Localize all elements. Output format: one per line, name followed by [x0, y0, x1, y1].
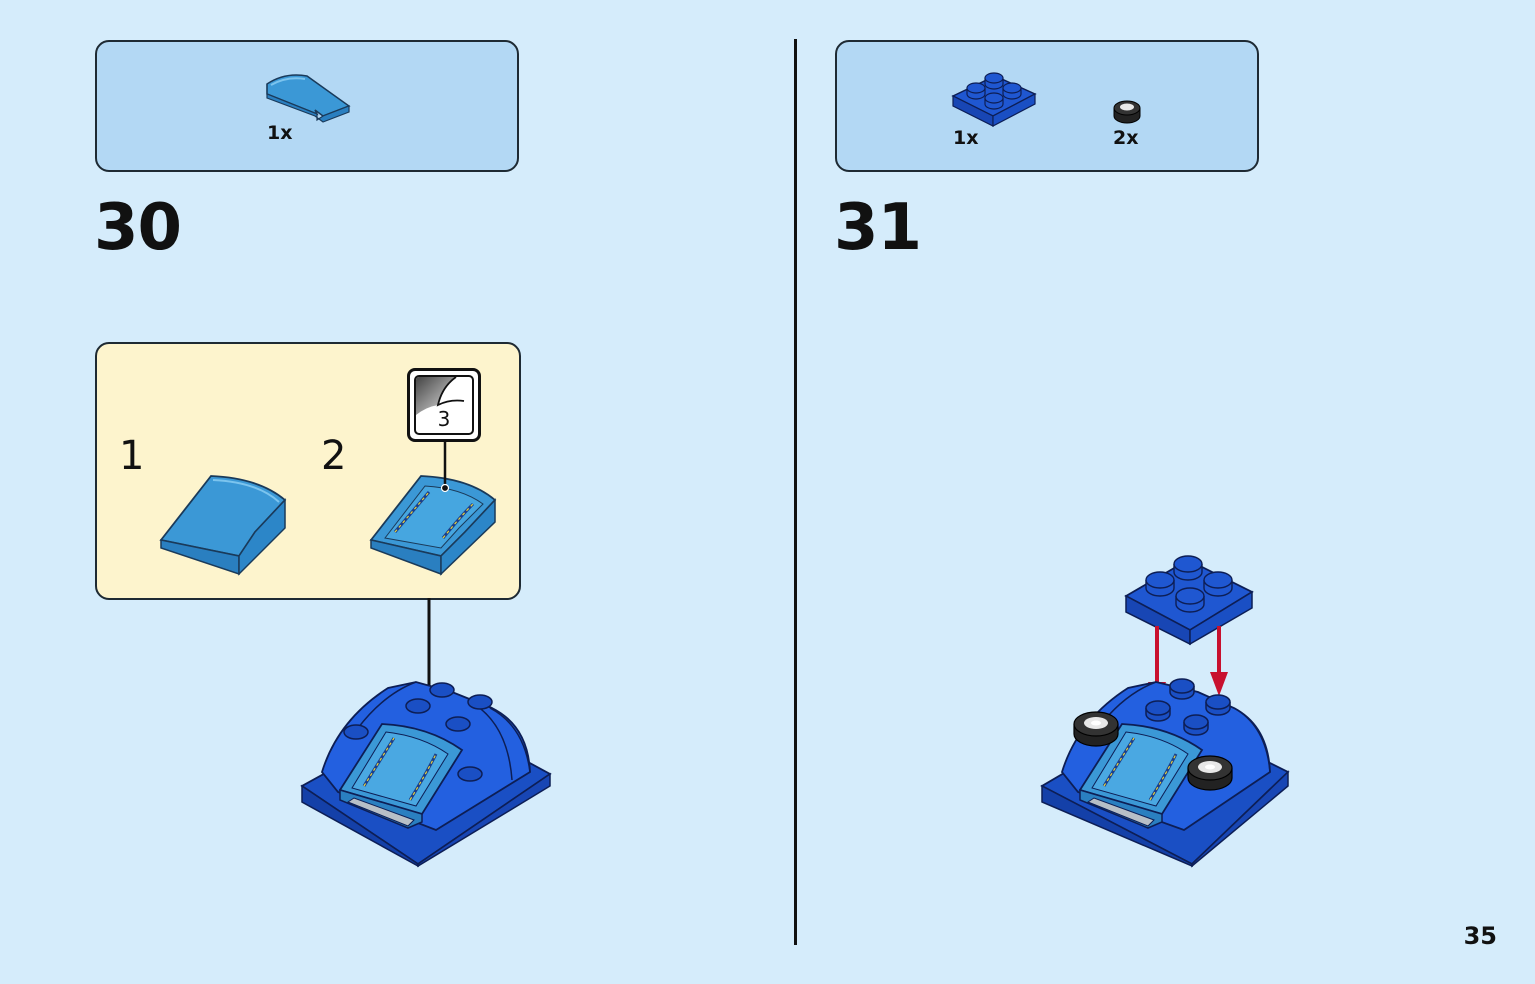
round-tile-icon [1113, 100, 1141, 124]
model-assembly-step-31 [1040, 678, 1290, 868]
round-tile-icon [1187, 755, 1233, 791]
page-number: 35 [1463, 922, 1497, 950]
sticker-pointer [440, 442, 450, 493]
substep-number: 2 [321, 433, 347, 479]
page-divider [794, 39, 797, 945]
sticker-sheet-icon: 3 [414, 375, 474, 435]
model-assembly-step-30 [300, 681, 552, 868]
page-curl-icon [416, 377, 465, 415]
curved-slope-brick-icon [159, 475, 287, 576]
step-number: 31 [834, 191, 922, 265]
plate-2x2-icon [1124, 555, 1254, 646]
round-tile-icon [1073, 711, 1119, 747]
part-quantity: 2x [1113, 127, 1139, 149]
parts-list-step-31: 1x 2x [835, 40, 1259, 172]
step-number: 30 [94, 191, 182, 265]
curved-slope-brick-icon [266, 74, 351, 123]
sticker-callout: 3 [407, 368, 481, 442]
substep-number: 1 [119, 433, 145, 479]
sticker-number: 3 [437, 407, 451, 431]
placement-arrow-red [1210, 626, 1228, 696]
parts-list-step-30: 1x [95, 40, 519, 172]
part-quantity: 1x [267, 122, 293, 144]
curved-slope-with-sticker-icon [369, 475, 497, 576]
plate-2x2-icon [951, 72, 1037, 127]
part-quantity: 1x [953, 127, 979, 149]
